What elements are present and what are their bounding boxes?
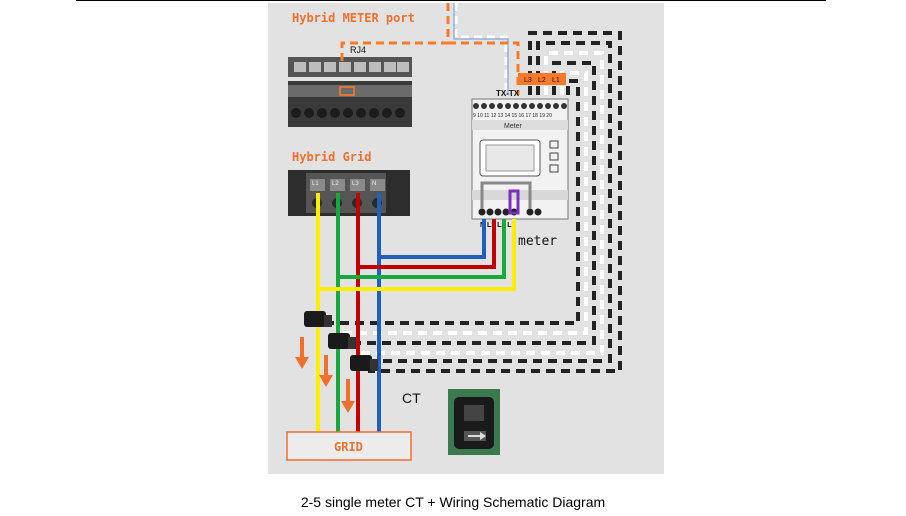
inverter-comm-port-image: [288, 57, 412, 127]
meter-bottom-terminal-labels: N L3 L2 L1: [480, 222, 516, 229]
ct-clamp-l3: [350, 355, 378, 371]
wiring-diagram: Hybrid METER port RJ4 Hybrid Grid: [286, 3, 622, 461]
meter-port-highlight: [339, 86, 355, 96]
ct-phase-l2: L2: [538, 77, 546, 84]
meter-terminal-numbers: 9 10 11 12 13 14 15 16 17 18 19 20: [473, 113, 552, 119]
ct-clamp-l1: [304, 311, 332, 327]
meter-port-label: Hybrid METER port: [292, 11, 415, 25]
meter-jumper-grey: [480, 181, 532, 209]
grid-box: [286, 431, 412, 461]
grid-terminal-l2: L2: [332, 181, 339, 187]
phase-wires: [316, 193, 516, 435]
grid-box-label: GRID: [334, 440, 363, 454]
ct-phase-l1: L1: [552, 77, 560, 84]
ct-phase-l3: L3: [524, 77, 532, 84]
ct-label: CT: [402, 390, 421, 406]
inverter-grid-terminal-image: L1 L2 L3 N: [288, 170, 410, 216]
energy-meter: 9 10 11 12 13 14 15 16 17 18 19 20 Meter…: [471, 98, 569, 229]
grid-terminal-l3: L3: [352, 181, 359, 187]
ct-clamp-l2: [328, 333, 356, 349]
grid-terminal-l1: L1: [312, 181, 319, 187]
meter-jumper-purple: [508, 189, 520, 215]
top-rule: [76, 0, 826, 1]
current-direction-arrows: [295, 337, 355, 413]
tx-tx-label: TX-TX: [496, 89, 520, 98]
rj4-label: RJ4: [350, 45, 366, 55]
hybrid-grid-label: Hybrid Grid: [292, 150, 371, 164]
grid-terminal-n: N: [372, 181, 376, 187]
meter-text-label: meter: [518, 234, 557, 249]
meter-device-label: Meter: [504, 123, 523, 130]
ct-terminal-highlight: [518, 73, 566, 85]
wiring-diagram-panel: Hybrid METER port RJ4 Hybrid Grid: [268, 3, 664, 474]
figure-caption: 2-5 single meter CT + Wiring Schematic D…: [300, 494, 606, 510]
ct-photo: [448, 389, 500, 455]
